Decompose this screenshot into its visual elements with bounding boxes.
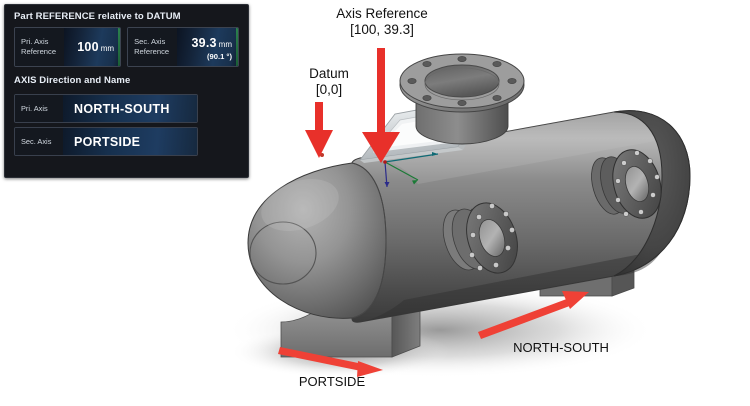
side-nozzle-flange-front [442,202,518,274]
secondary-axis-reference-value: 39.3 [191,35,217,50]
north-south-annotation: NORTH-SOUTH [513,340,609,355]
primary-axis-reference-label: Pri. Axis Reference [15,28,64,66]
primary-axis-name-value[interactable]: NORTH-SOUTH [63,95,197,122]
secondary-axis-name-value[interactable]: PORTSIDE [63,128,197,155]
datum-arrow [305,102,333,158]
secondary-axis-name-row: Sec. Axis PORTSIDE [5,127,248,156]
primary-axis-reference-value: 100 [77,40,99,54]
datum-annotation: Datum [0,0] [286,66,372,98]
top-flange-bolt-holes [407,56,517,106]
secondary-axis-reference-unit: mm [218,39,232,49]
secondary-axis-reference-label: Sec. Axis Reference [128,28,178,66]
vessel-right-dome-head [613,110,691,277]
axis-reference-annotation-title: Axis Reference [336,6,428,21]
primary-axis-name-row: Pri. Axis NORTH-SOUTH [5,94,248,123]
secondary-axis-reference-angle: (90.1 °) [207,51,232,61]
axis-triad-marker [383,152,439,188]
axis-direction-section-title: AXIS Direction and Name [14,75,131,86]
dome-manway [249,221,317,285]
datum-annotation-value: [0,0] [315,81,343,97]
primary-axis-reference-label-line1: Pri. Axis [21,36,49,46]
portside-arrow [278,347,383,377]
vessel-left-dome-head [247,162,387,319]
part-reference-section-title: Part REFERENCE relative to DATUM [14,11,181,22]
primary-axis-reference-unit: mm [100,44,115,53]
axis-reference-annotation: Axis Reference [100, 39.3] [307,6,457,38]
top-nozzle-flange [399,53,525,145]
north-south-arrow [478,291,589,339]
datum-annotation-title: Datum [309,66,349,81]
primary-axis-reference-label-line2: Reference [21,47,57,56]
axis-reference-annotation-value: [100, 39.3] [350,21,414,37]
secondary-axis-name-label: Sec. Axis [15,128,63,155]
side-flange-bolt-holes-rear [615,150,660,217]
hmi-panel: Part REFERENCE relative to DATUM Pri. Ax… [4,4,249,178]
annotation-arrows [278,48,589,377]
axis-reference-arrow [362,48,400,163]
secondary-axis-name-field[interactable]: Sec. Axis PORTSIDE [14,127,198,156]
primary-axis-name-label: Pri. Axis [15,95,63,122]
top-nozzle-bore [424,64,500,98]
primary-axis-name-field[interactable]: Pri. Axis NORTH-SOUTH [14,94,198,123]
secondary-axis-reference-label-line1: Sec. Axis [134,36,166,46]
portside-annotation: PORTSIDE [298,374,366,389]
side-nozzle-flange-rear [591,149,662,219]
side-flange-bolt-holes-front [469,203,515,271]
secondary-axis-reference-label-line2: Reference [134,47,170,56]
